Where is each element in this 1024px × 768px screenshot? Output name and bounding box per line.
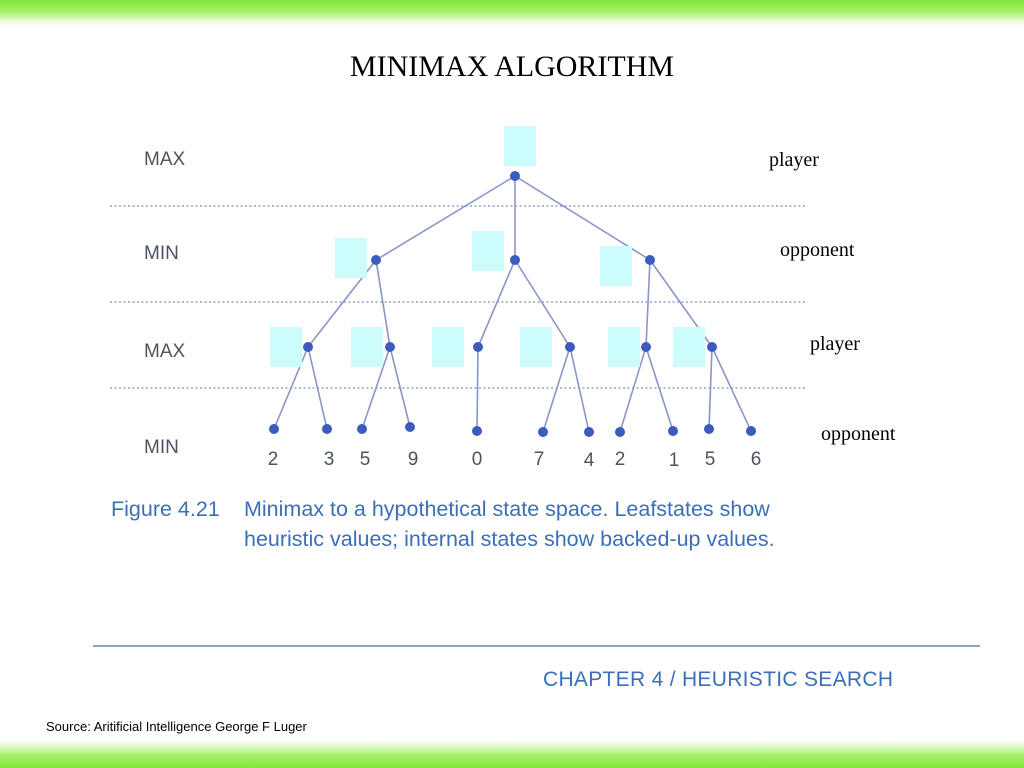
level-label-min-2: MIN xyxy=(144,437,179,458)
node-max-d xyxy=(303,342,313,352)
value-box-min-c xyxy=(600,246,632,286)
edge-a-e xyxy=(375,259,391,348)
node-min-b xyxy=(510,255,520,265)
level-label-max-2: MAX xyxy=(144,341,186,362)
leaf-value: 1 xyxy=(669,450,680,471)
bottom-green-band xyxy=(0,740,1024,768)
node-max-f xyxy=(473,342,483,352)
value-box-min-a xyxy=(335,238,367,278)
leaf-value: 2 xyxy=(268,449,279,470)
value-box-max-h xyxy=(608,327,640,367)
leaf-node xyxy=(668,426,678,436)
figure-number: Figure 4.21 xyxy=(111,497,220,521)
edge-g-l7 xyxy=(569,346,590,433)
source-citation: Source: Aritificial Intelligence George … xyxy=(46,719,307,734)
value-box-root xyxy=(504,126,536,166)
edge-h-l9 xyxy=(645,346,674,432)
level-separators xyxy=(110,205,805,389)
role-label-opponent-2: opponent xyxy=(821,423,896,445)
leaf-value: 0 xyxy=(472,449,483,470)
leaf-value: 3 xyxy=(324,449,335,470)
page-divider xyxy=(93,645,980,647)
node-min-c xyxy=(645,255,655,265)
slide-title: MINIMAX ALGORITHM xyxy=(349,50,675,83)
edge-c-h xyxy=(645,259,651,348)
edge-d-l2 xyxy=(307,346,328,430)
value-boxes xyxy=(270,126,705,367)
value-box-max-d xyxy=(270,327,302,367)
value-box-max-i xyxy=(673,327,705,367)
node-max-e xyxy=(385,342,395,352)
edge-d-l1 xyxy=(273,346,309,430)
leaf-node xyxy=(746,426,756,436)
node-max-i xyxy=(707,342,717,352)
leaf-value: 7 xyxy=(534,449,545,470)
node-root xyxy=(510,171,520,181)
level-label-max-1: MAX xyxy=(144,149,186,170)
leaf-value: 5 xyxy=(705,449,716,470)
leaf-value: 6 xyxy=(751,449,762,470)
leaf-node xyxy=(704,424,714,434)
tree-nodes xyxy=(269,171,756,437)
leaf-node xyxy=(357,424,367,434)
leaf-value: 2 xyxy=(615,449,626,470)
leaf-value: 9 xyxy=(408,449,419,470)
leaf-value: 5 xyxy=(360,449,371,470)
edge-e-l3 xyxy=(361,346,391,430)
value-box-min-b xyxy=(472,231,504,271)
figure-caption-text: Minimax to a hypothetical state space. L… xyxy=(244,497,775,551)
minimax-tree-diagram: MAX MIN MAX MIN xyxy=(110,126,805,471)
node-max-h xyxy=(641,342,651,352)
edge-e-l4 xyxy=(389,346,411,428)
edge-b-g xyxy=(514,259,571,348)
tree-edges xyxy=(273,175,752,433)
node-min-a xyxy=(371,255,381,265)
edge-h-l8 xyxy=(619,346,647,433)
leaf-values: 2 3 5 9 0 7 4 2 1 5 6 xyxy=(268,449,762,471)
edge-i-l10 xyxy=(708,346,713,430)
leaf-node xyxy=(538,427,548,437)
leaf-node xyxy=(472,426,482,436)
leaf-node xyxy=(322,424,332,434)
node-max-g xyxy=(565,342,575,352)
edge-f-l5 xyxy=(476,346,479,432)
role-label-player-2: player xyxy=(810,333,860,355)
leaf-node xyxy=(584,427,594,437)
top-green-band xyxy=(0,0,1024,26)
value-box-max-g xyxy=(520,327,552,367)
value-box-max-f xyxy=(432,327,464,367)
leaf-node xyxy=(269,424,279,434)
role-label-player-1: player xyxy=(769,149,819,171)
chapter-heading: CHAPTER 4 / HEURISTIC SEARCH xyxy=(543,668,894,691)
level-label-min-1: MIN xyxy=(144,243,179,264)
leaf-node xyxy=(615,427,625,437)
edge-root-a xyxy=(375,175,516,261)
edge-g-l6 xyxy=(542,346,571,433)
edge-b-f xyxy=(477,259,516,348)
edge-i-l11 xyxy=(711,346,752,432)
leaf-node xyxy=(405,422,415,432)
leaf-value: 4 xyxy=(584,450,595,471)
value-box-max-e xyxy=(351,327,383,367)
role-label-opponent-1: opponent xyxy=(780,239,855,261)
